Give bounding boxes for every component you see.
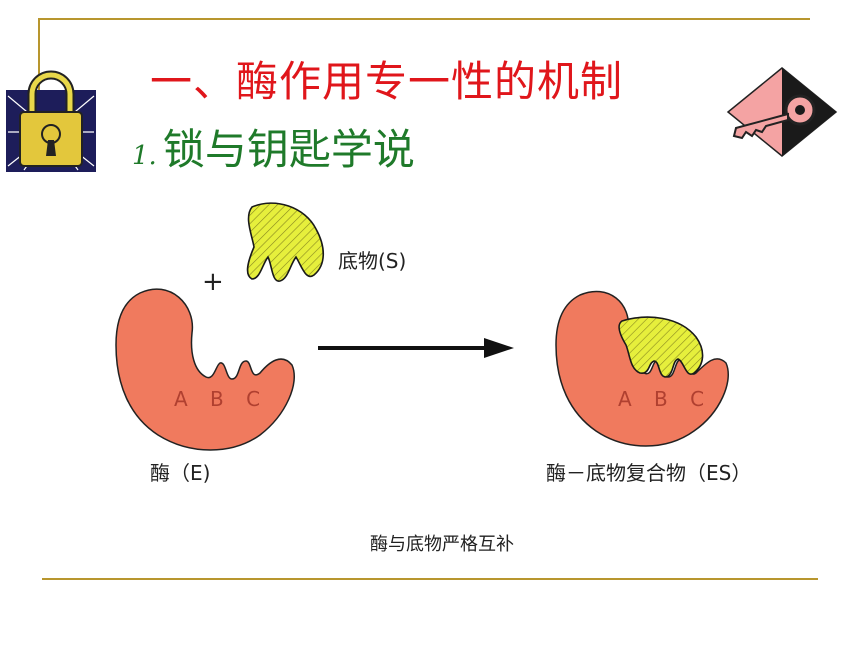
page-title: 一、酶作用专一性的机制 xyxy=(150,57,624,106)
subtitle-number: 1. xyxy=(132,141,157,171)
complex-site-letters: A B C xyxy=(618,387,713,411)
plus-sign: + xyxy=(202,267,224,297)
key-icon xyxy=(726,67,838,157)
arrow-head xyxy=(484,338,514,358)
substrate-label: 底物(S) xyxy=(338,249,407,273)
frame-bottom-line xyxy=(42,578,818,580)
lock-key-diagram: + 底物(S) A B C A B C 酶（E) 酶－底物复合物（ES） xyxy=(100,195,840,575)
complex-label: 酶－底物复合物（ES） xyxy=(546,461,752,485)
enzyme-site-letters: A B C xyxy=(174,387,269,411)
substrate-shape xyxy=(246,202,325,282)
diagram-caption: 酶与底物严格互补 xyxy=(370,534,514,555)
diagram-drawing xyxy=(115,202,729,451)
frame-left-line xyxy=(38,18,40,120)
enzyme-shape xyxy=(115,288,295,451)
enzyme-label: 酶（E) xyxy=(150,461,211,485)
complex-substrate-shape xyxy=(618,316,704,378)
subtitle-text: 锁与钥匙学说 xyxy=(162,125,415,174)
page-subtitle: 1.锁与钥匙学说 xyxy=(132,116,415,177)
frame-top-line xyxy=(38,18,810,20)
padlock-icon xyxy=(6,70,96,172)
